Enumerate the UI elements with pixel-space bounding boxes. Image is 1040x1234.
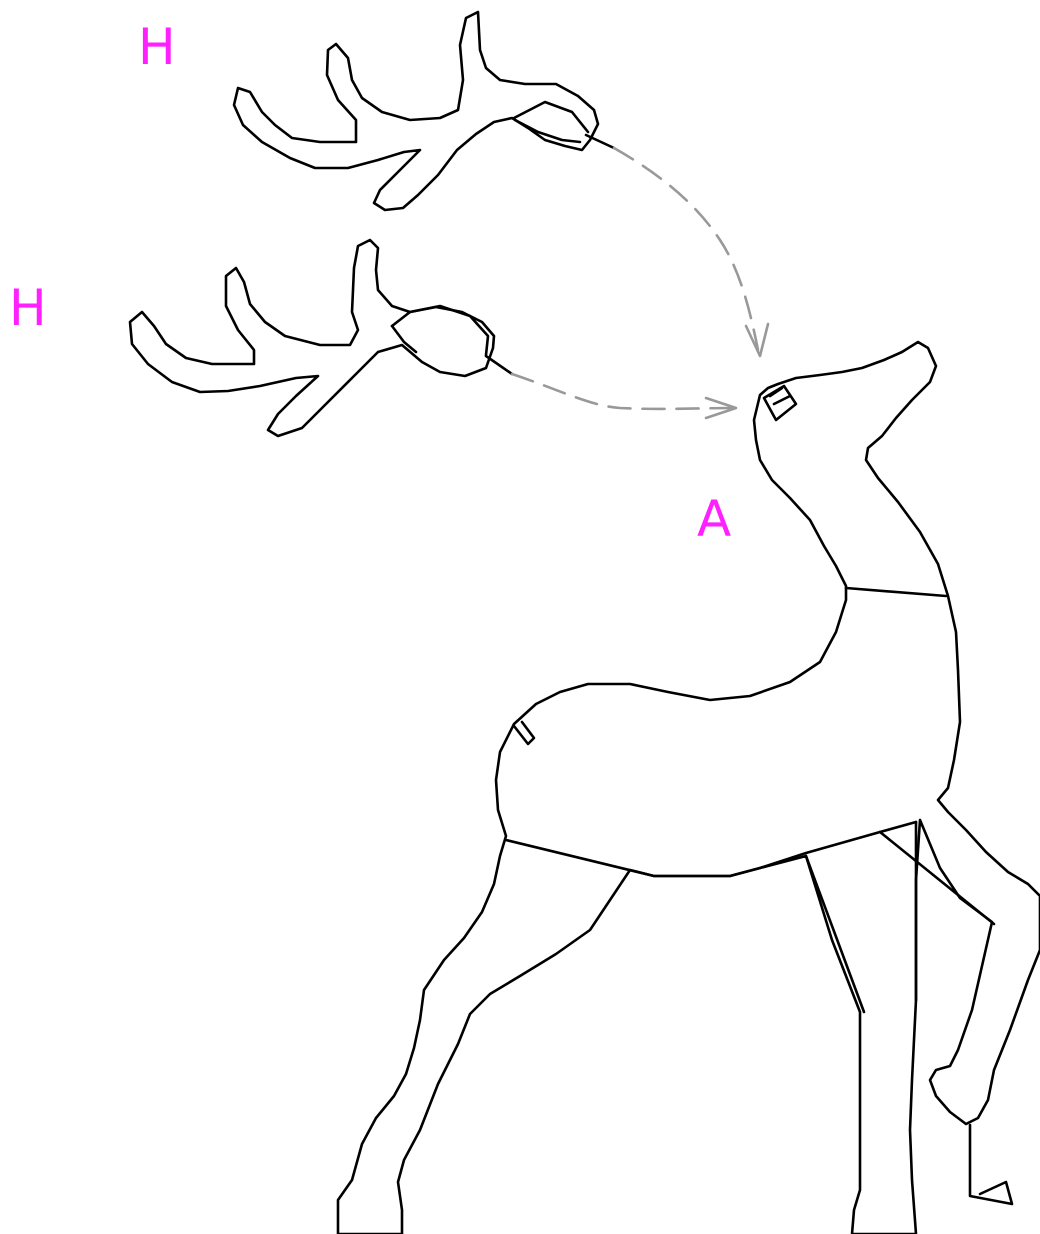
label-antler-bottom: H [9,279,47,337]
arrow-top-antler-to-head [614,148,768,356]
antler-piece-bottom [130,240,512,436]
antler-piece-top [234,12,614,210]
deer-body [338,342,1040,1234]
label-body: A [697,490,731,548]
label-antler-top: H [138,18,176,76]
arrow-bottom-antler-to-head [512,374,736,418]
